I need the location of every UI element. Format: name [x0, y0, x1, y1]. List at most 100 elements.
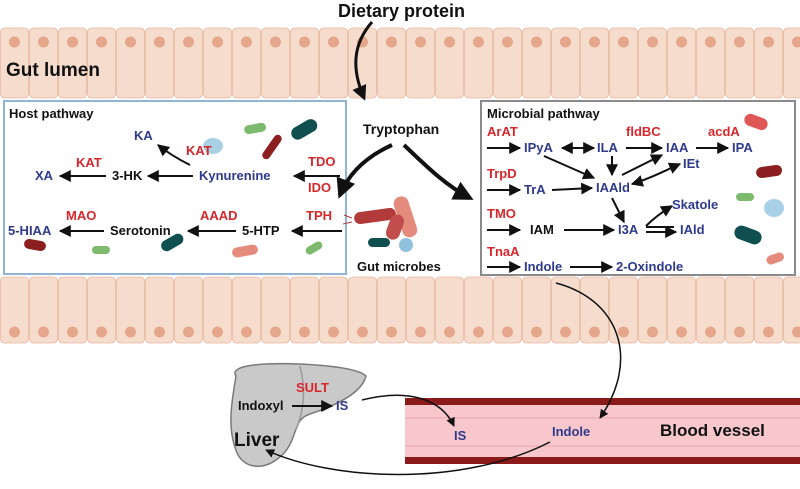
epithelial-cell	[667, 27, 696, 99]
cell-nucleus	[473, 36, 484, 48]
node-indoxyl: Indoxyl	[238, 398, 284, 413]
enzyme-sult: SULT	[296, 380, 329, 395]
cell-nucleus	[386, 326, 397, 338]
cell-nucleus	[763, 36, 774, 48]
cell-nucleus	[415, 36, 426, 48]
epithelial-cell	[319, 27, 348, 99]
node-iam: IAM	[530, 222, 554, 237]
epithelial-cell	[174, 276, 203, 344]
epithelial-cell	[783, 276, 800, 344]
protein-to-tryptophan-arrow	[352, 21, 374, 101]
enzyme-arat: ArAT	[487, 124, 518, 139]
cell-nucleus	[270, 36, 281, 48]
epithelial-cell	[580, 27, 609, 99]
cell-nucleus	[386, 36, 397, 48]
node-iaa: IAA	[666, 140, 689, 155]
microbial-bacteria-decor	[734, 113, 784, 265]
epithelial-cell	[551, 27, 580, 99]
enzyme-tdo: TDO	[308, 154, 335, 169]
cell-nucleus	[647, 326, 658, 338]
microbial-pathway-box	[480, 100, 796, 276]
enzyme-mao: MAO	[66, 208, 96, 223]
epithelial-cell	[145, 276, 174, 344]
epithelial-cell	[406, 27, 435, 99]
cell-nucleus	[328, 326, 339, 338]
cell-nucleus	[792, 36, 800, 48]
cell-nucleus	[9, 326, 20, 338]
epithelial-cell	[0, 276, 29, 344]
node-iet: IEt	[683, 156, 700, 171]
node-ka: KA	[134, 128, 153, 143]
epithelial-cell	[261, 27, 290, 99]
epithelial-cell	[406, 276, 435, 344]
tryptophan-to-microbial-arrow	[402, 143, 474, 200]
cell-nucleus	[734, 326, 745, 338]
cell-nucleus	[212, 36, 223, 48]
cell-nucleus	[705, 36, 716, 48]
enzyme-tph: TPH	[306, 208, 332, 223]
microbial-pathway-content: ArAT IPyA ILA fldBC IAA acdA IPA IEt Trp…	[487, 124, 753, 274]
cell-nucleus	[96, 326, 107, 338]
host-pathway-box	[3, 100, 347, 275]
cell-nucleus	[792, 326, 800, 338]
epithelial-cell	[377, 27, 406, 99]
epithelial-cell	[232, 276, 261, 344]
epithelial-cell	[290, 276, 319, 344]
enzyme-kat-xa: KAT	[76, 155, 102, 170]
vessel-node-indole: Indole	[552, 424, 590, 439]
enzyme-aaad: AAAD	[200, 208, 238, 223]
cell-nucleus	[531, 326, 542, 338]
epithelial-cell	[464, 27, 493, 99]
epithelial-cell	[580, 276, 609, 344]
epithelial-cell	[493, 27, 522, 99]
cell-nucleus	[444, 326, 455, 338]
epithelial-cell	[145, 27, 174, 99]
enzyme-trpd: TrpD	[487, 166, 517, 181]
epithelial-cell	[609, 27, 638, 99]
cell-nucleus	[125, 36, 136, 48]
cell-nucleus	[676, 36, 687, 48]
cell-nucleus	[9, 36, 20, 48]
epithelial-cell	[87, 27, 116, 99]
epithelium-bottom	[0, 276, 800, 344]
node-iaald: IAAld	[596, 180, 630, 195]
node-i3a: I3A	[618, 222, 639, 237]
epithelial-cell	[638, 27, 667, 99]
liver-is-to-blood-arrow	[361, 394, 455, 427]
epithelial-cell	[29, 27, 58, 99]
epithelial-cell	[754, 27, 783, 99]
cell-nucleus	[154, 326, 165, 338]
epithelial-cell	[319, 276, 348, 344]
cell-nucleus	[67, 36, 78, 48]
epithelial-cell	[522, 27, 551, 99]
epithelial-cell	[290, 27, 319, 99]
cell-nucleus	[444, 36, 455, 48]
node-2-oxindole: 2-Oxindole	[616, 259, 683, 274]
epithelial-cell	[203, 27, 232, 99]
cell-nucleus	[473, 326, 484, 338]
epithelial-cell	[696, 27, 725, 99]
gut-microbes-cluster	[342, 196, 418, 252]
node-ipa: IPA	[732, 140, 753, 155]
node-5hiaa: 5-HIAA	[8, 223, 52, 238]
cell-nucleus	[299, 326, 310, 338]
node-5htp: 5-HTP	[242, 223, 280, 238]
node-iald: IAld	[680, 222, 705, 237]
cell-nucleus	[67, 326, 78, 338]
cell-nucleus	[183, 36, 194, 48]
epithelial-cell	[377, 276, 406, 344]
liver-node-is: IS	[336, 398, 349, 413]
host-pathway-title: Host pathway	[9, 106, 94, 121]
epithelial-cell	[609, 276, 638, 344]
cell-nucleus	[763, 326, 774, 338]
node-3hk: 3-HK	[112, 168, 143, 183]
dietary-protein-label: Dietary protein	[338, 1, 465, 21]
node-ila: ILA	[597, 140, 619, 155]
node-skatole: Skatole	[672, 197, 718, 212]
enzyme-tmo: TMO	[487, 206, 516, 221]
node-ipya: IPyA	[524, 140, 554, 155]
cell-nucleus	[531, 36, 542, 48]
indole-to-blood-arrow	[555, 282, 622, 419]
cell-nucleus	[589, 36, 600, 48]
